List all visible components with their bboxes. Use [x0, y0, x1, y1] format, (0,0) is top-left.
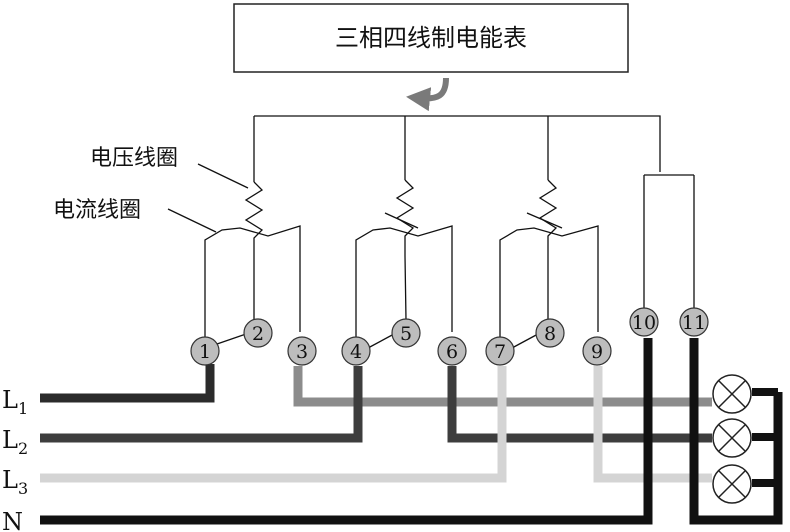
terminal-2: 2 — [243, 318, 273, 348]
line-label-L2: L2 — [2, 426, 28, 458]
wire-L1-load — [293, 366, 712, 407]
lamps — [712, 374, 752, 504]
terminal-label: 6 — [446, 341, 458, 363]
terminal-9: 9 — [582, 336, 612, 366]
wire-L2-load — [447, 366, 712, 443]
meter-title: 三相四线制电能表 — [335, 24, 527, 52]
terminal-7: 7 — [485, 336, 515, 366]
terminal-block: 1 2 3 4 5 6 7 8 9 10 11 — [190, 307, 709, 366]
terminal-label: 5 — [400, 323, 412, 345]
lamp-icon — [712, 418, 752, 458]
wire-N-in — [40, 338, 653, 525]
terminal-label: 7 — [494, 341, 506, 363]
terminal-8: 8 — [535, 318, 565, 348]
terminal-4: 4 — [341, 336, 371, 366]
terminal-11: 11 — [679, 307, 709, 337]
terminal-label: 4 — [350, 341, 362, 363]
wire-L1-in — [40, 364, 215, 403]
line-label-L1: L1 — [2, 386, 28, 418]
terminal-3: 3 — [287, 336, 317, 366]
meter-internal-wiring — [167, 115, 695, 349]
line-label-L3: L3 — [2, 466, 28, 498]
terminal-1: 1 — [190, 336, 220, 366]
terminal-5: 5 — [391, 318, 421, 348]
wire-N-load — [689, 338, 783, 525]
wire-L3-load — [593, 366, 712, 483]
line-label-N: N — [2, 508, 23, 532]
meter-title-box: 三相四线制电能表 — [233, 3, 629, 73]
lamp-icon — [712, 374, 752, 414]
terminal-label: 10 — [632, 312, 656, 334]
current-coil-label: 电流线圈 — [53, 198, 141, 223]
terminal-label: 1 — [199, 341, 211, 363]
terminal-label: 8 — [544, 323, 556, 345]
lamp-icon — [712, 464, 752, 504]
wire-L2-in — [40, 366, 363, 443]
voltage-coil-label: 电压线圈 — [90, 146, 178, 171]
terminal-6: 6 — [437, 336, 467, 366]
wire-L3-in — [40, 366, 507, 483]
curved-arrow-icon — [406, 77, 449, 112]
terminal-label: 11 — [682, 312, 706, 334]
external-wiring — [40, 338, 783, 525]
terminal-label: 9 — [591, 341, 603, 363]
terminal-label: 2 — [252, 323, 264, 345]
terminal-10: 10 — [629, 307, 659, 337]
terminal-label: 3 — [296, 341, 308, 363]
